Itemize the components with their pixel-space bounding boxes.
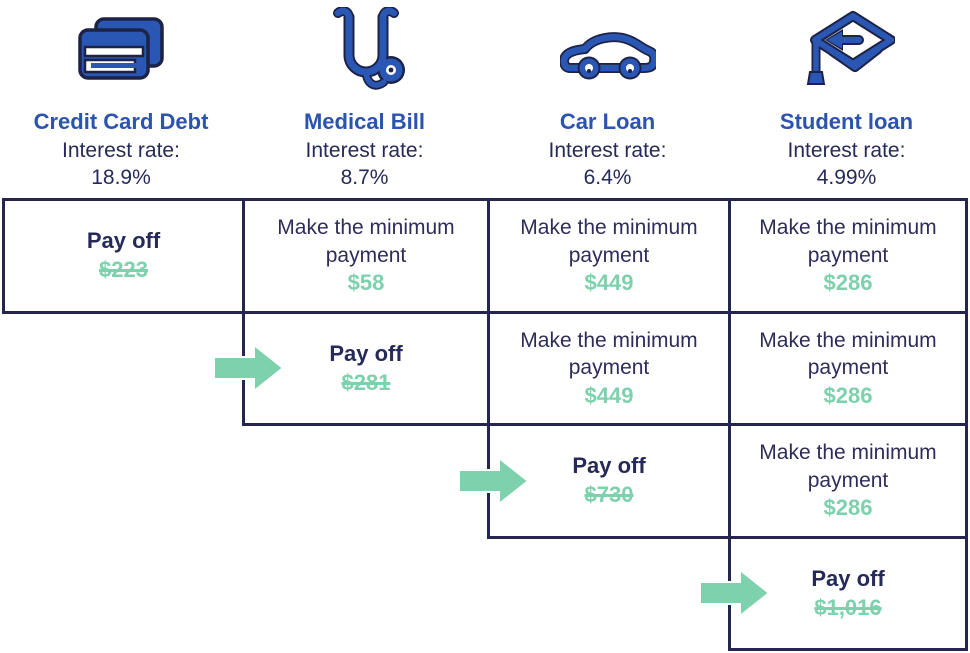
car-icon xyxy=(487,0,728,109)
column-header-medical-bill: Medical Bill Interest rate: 8.7% xyxy=(242,0,487,198)
payoff-amount: $1,016 xyxy=(814,594,882,620)
minimum-payment-cell: Make the minimum payment $286 xyxy=(728,198,968,314)
minimum-payment-cell: Make the minimum payment $449 xyxy=(487,198,731,314)
minimum-payment-amount: $286 xyxy=(823,382,873,408)
stethoscope-icon xyxy=(242,0,487,109)
interest-rate-value: 18.9% xyxy=(91,166,151,190)
minimum-payment-cell: Make the minimum payment $449 xyxy=(487,311,731,426)
rollover-arrow xyxy=(699,567,771,619)
minimum-payment-label: Make the minimum payment xyxy=(277,216,455,267)
minimum-payment-amount: $58 xyxy=(347,270,385,295)
minimum-payment-label: Make the minimum payment xyxy=(520,216,698,267)
interest-rate-value: 4.99% xyxy=(816,166,877,190)
interest-rate-label: Interest rate: xyxy=(62,139,180,163)
interest-rate-value: 8.7% xyxy=(340,166,389,190)
graduation-cap-icon xyxy=(728,0,965,109)
payoff-label: Pay off xyxy=(86,228,161,254)
column-title: Car Loan xyxy=(559,108,656,134)
minimum-payment-cell: Make the minimum payment $286 xyxy=(728,311,968,426)
credit-card-icon xyxy=(0,0,242,109)
payoff-amount: $730 xyxy=(584,482,634,507)
minimum-payment-label: Make the minimum payment xyxy=(759,328,937,380)
column-title: Credit Card Debt xyxy=(33,108,209,134)
payoff-amount: $223 xyxy=(99,257,148,282)
minimum-payment-label: Make the minimum payment xyxy=(520,328,698,380)
column-header-credit-card: Credit Card Debt Interest rate: 18.9% xyxy=(0,0,242,198)
column-title: Medical Bill xyxy=(303,108,426,134)
rollover-arrow xyxy=(213,342,285,394)
minimum-payment-amount: $449 xyxy=(584,382,634,408)
column-header-student-loan: Student loan Interest rate: 4.99% xyxy=(728,0,965,198)
minimum-payment-label: Make the minimum payment xyxy=(759,441,937,492)
payoff-label: Pay off xyxy=(329,340,403,366)
interest-rate-value: 6.4% xyxy=(583,166,632,190)
interest-rate-label: Interest rate: xyxy=(787,139,906,163)
minimum-payment-label: Make the minimum payment xyxy=(759,216,937,267)
payoff-amount: $281 xyxy=(341,369,391,395)
minimum-payment-amount: $286 xyxy=(823,495,873,520)
payoff-cell: Pay off $223 xyxy=(2,198,245,314)
payoff-label: Pay off xyxy=(811,565,885,591)
minimum-payment-amount: $449 xyxy=(584,270,634,295)
rollover-arrow xyxy=(458,455,530,507)
interest-rate-label: Interest rate: xyxy=(548,139,667,163)
minimum-payment-cell: Make the minimum payment $58 xyxy=(242,198,490,314)
minimum-payment-cell: Make the minimum payment $286 xyxy=(728,423,968,539)
interest-rate-label: Interest rate: xyxy=(305,139,424,163)
column-title: Student loan xyxy=(779,108,914,134)
minimum-payment-amount: $286 xyxy=(823,270,873,295)
payoff-label: Pay off xyxy=(572,453,646,479)
column-header-car-loan: Car Loan Interest rate: 6.4% xyxy=(487,0,728,198)
